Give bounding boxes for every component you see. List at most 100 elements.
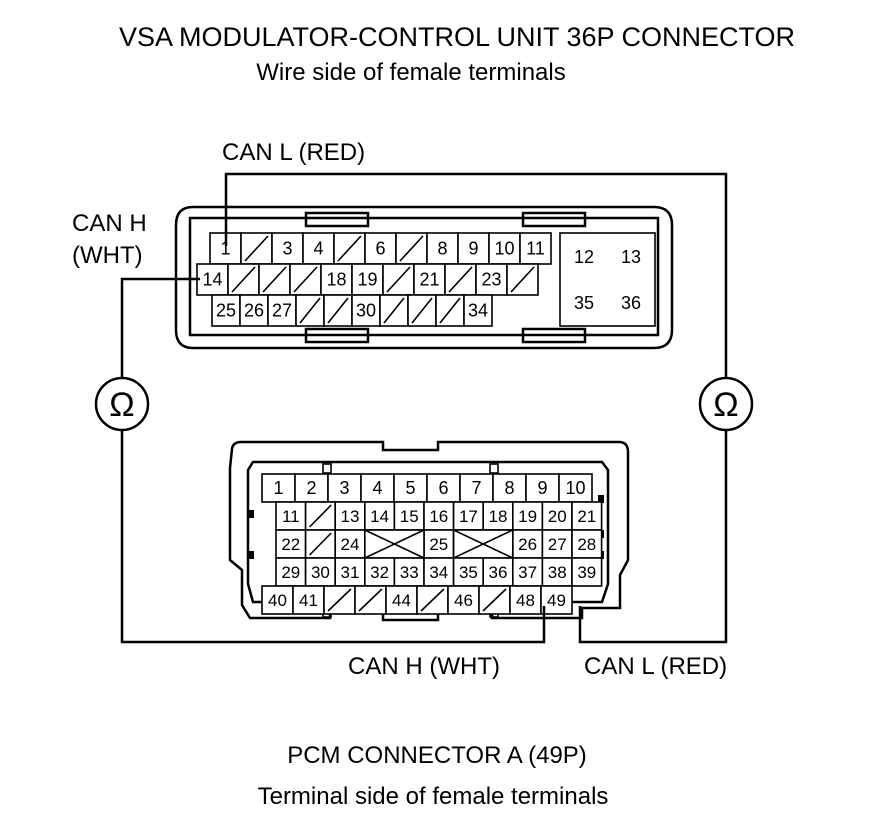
vsa-terminal [258,263,291,296]
pcm-terminal: 34 [423,557,455,587]
pcm-terminal-number: 21 [577,507,596,526]
pcm-terminal: 44 [385,585,418,615]
pcm-terminal-number: 32 [370,563,389,582]
pcm-terminal-number: 37 [518,563,537,582]
pcm-key-left-1 [248,510,254,518]
pcm-terminal: 11 [275,501,307,531]
ohm-symbol-right: Ω [713,386,738,424]
pcm-terminal: 17 [452,501,485,531]
pcm-terminal-number: 8 [504,478,514,498]
pcm-terminal: 30 [304,557,337,587]
pcm-terminal: 33 [393,557,425,587]
pcm-terminal: 39 [571,557,603,587]
vsa-terminal: 25 [211,294,241,327]
vsa-terminal [295,294,325,327]
pcm-terminal-number: 11 [282,507,300,526]
pcm-terminal: 3 [327,473,362,503]
wire-pcm-can-l [578,430,728,644]
pcm-terminal: 25 [423,529,455,559]
pcm-terminal-number: 25 [429,535,448,554]
pcm-terminal: 41 [292,585,325,615]
pcm-blank-cavity [363,529,425,559]
pcm-terminal: 20 [541,501,573,531]
wire-vsa-can-l [224,172,728,378]
vsa-terminal-number: 3 [282,239,292,259]
pcm-terminal: 38 [541,557,573,587]
pcm-terminal-number: 36 [489,563,508,582]
vsa-terminal [506,263,539,296]
vsa-terminal [289,263,322,296]
vsa-terminal: 19 [351,263,384,296]
pcm-terminal: 27 [541,529,573,559]
pcm-terminal [304,529,337,559]
pcm-terminal-number: 38 [548,563,567,582]
pcm-terminal: 37 [511,557,544,587]
wire-vsa-can-h [120,277,200,378]
pcm-terminal-number: 41 [299,591,318,610]
pcm-terminal: 22 [275,529,307,559]
vsa-terminal [382,263,415,296]
pcm-terminal: 31 [334,557,366,587]
vsa-terminal: 6 [364,232,397,265]
pcm-terminal-number: 15 [400,507,419,526]
ohmmeter-right-circle [698,376,754,432]
pcm-terminal: 35 [452,557,485,587]
vsa-terminal [395,232,428,265]
pcm-terminal-number: 10 [565,478,585,498]
pcm-terminal-number: 20 [548,507,567,526]
pcm-terminal: 40 [261,585,294,615]
pcm-terminal-number: 22 [281,535,300,554]
pcm-terminal: 49 [540,585,573,615]
vsa-terminal-number: 26 [244,301,264,321]
pcm-subtitle: Terminal side of female terminals [258,783,609,810]
pcm-terminal: 19 [511,501,544,531]
pcm-terminal: 2 [294,473,329,503]
pcm-terminal: 4 [360,473,395,503]
pcm-terminal: 10 [558,473,593,503]
pcm-terminal: 28 [571,529,603,559]
pcm-terminal: 26 [511,529,544,559]
pcm-terminal-number: 49 [547,591,566,610]
pcm-blank-cavity [452,529,514,559]
vsa-terminal-number: 19 [357,270,377,290]
pcm-terminal: 8 [492,473,527,503]
vsa-terminal-number: 10 [494,239,514,259]
pcm-terminal-number: 27 [548,535,567,554]
pcm-terminal-number: 46 [454,591,473,610]
pcm-terminal: 16 [423,501,455,531]
vsa-terminal: 3 [271,232,304,265]
pcm-terminal-number: 44 [392,591,411,610]
vsa-terminal [407,294,437,327]
vsa-terminal-number: 35 [574,293,594,313]
pcm-terminal: 21 [571,501,603,531]
pcm-key-right-1 [598,495,604,503]
pcm-terminal [416,585,449,615]
pcm-terminal-number: 34 [429,563,448,582]
pcm-terminal: 9 [525,473,560,503]
pcm-terminal-number: 18 [489,507,508,526]
pcm-terminal-number: 9 [537,478,547,498]
vsa-terminal [444,263,477,296]
vsa-terminal-number: 8 [437,239,447,259]
pcm-terminal-number: 14 [370,507,389,526]
vsa-terminal: 26 [239,294,269,327]
vsa-terminal-number: 30 [356,301,376,321]
pcm-can-h-label: CAN H (WHT) [348,653,500,680]
pcm-terminal [478,585,511,615]
pcm-terminal: 6 [426,473,461,503]
pcm-terminal-number: 30 [311,563,330,582]
vsa-terminal-number: 9 [468,239,478,259]
vsa-terminal: 23 [475,263,508,296]
wiring [120,172,728,644]
vsa-terminal: 8 [426,232,459,265]
pcm-terminal: 24 [334,529,366,559]
pcm-terminal-number: 7 [471,478,481,498]
pcm-terminal-number: 28 [577,535,596,554]
vsa-terminal-number: 23 [481,270,501,290]
pcm-terminal-number: 40 [268,591,287,610]
vsa-terminal-number: 1 [220,239,230,259]
vsa-can-h-label-line2: (WHT) [72,242,143,269]
pcm-key-left-2 [248,551,254,559]
ohmmeter-left-circle [94,376,150,432]
